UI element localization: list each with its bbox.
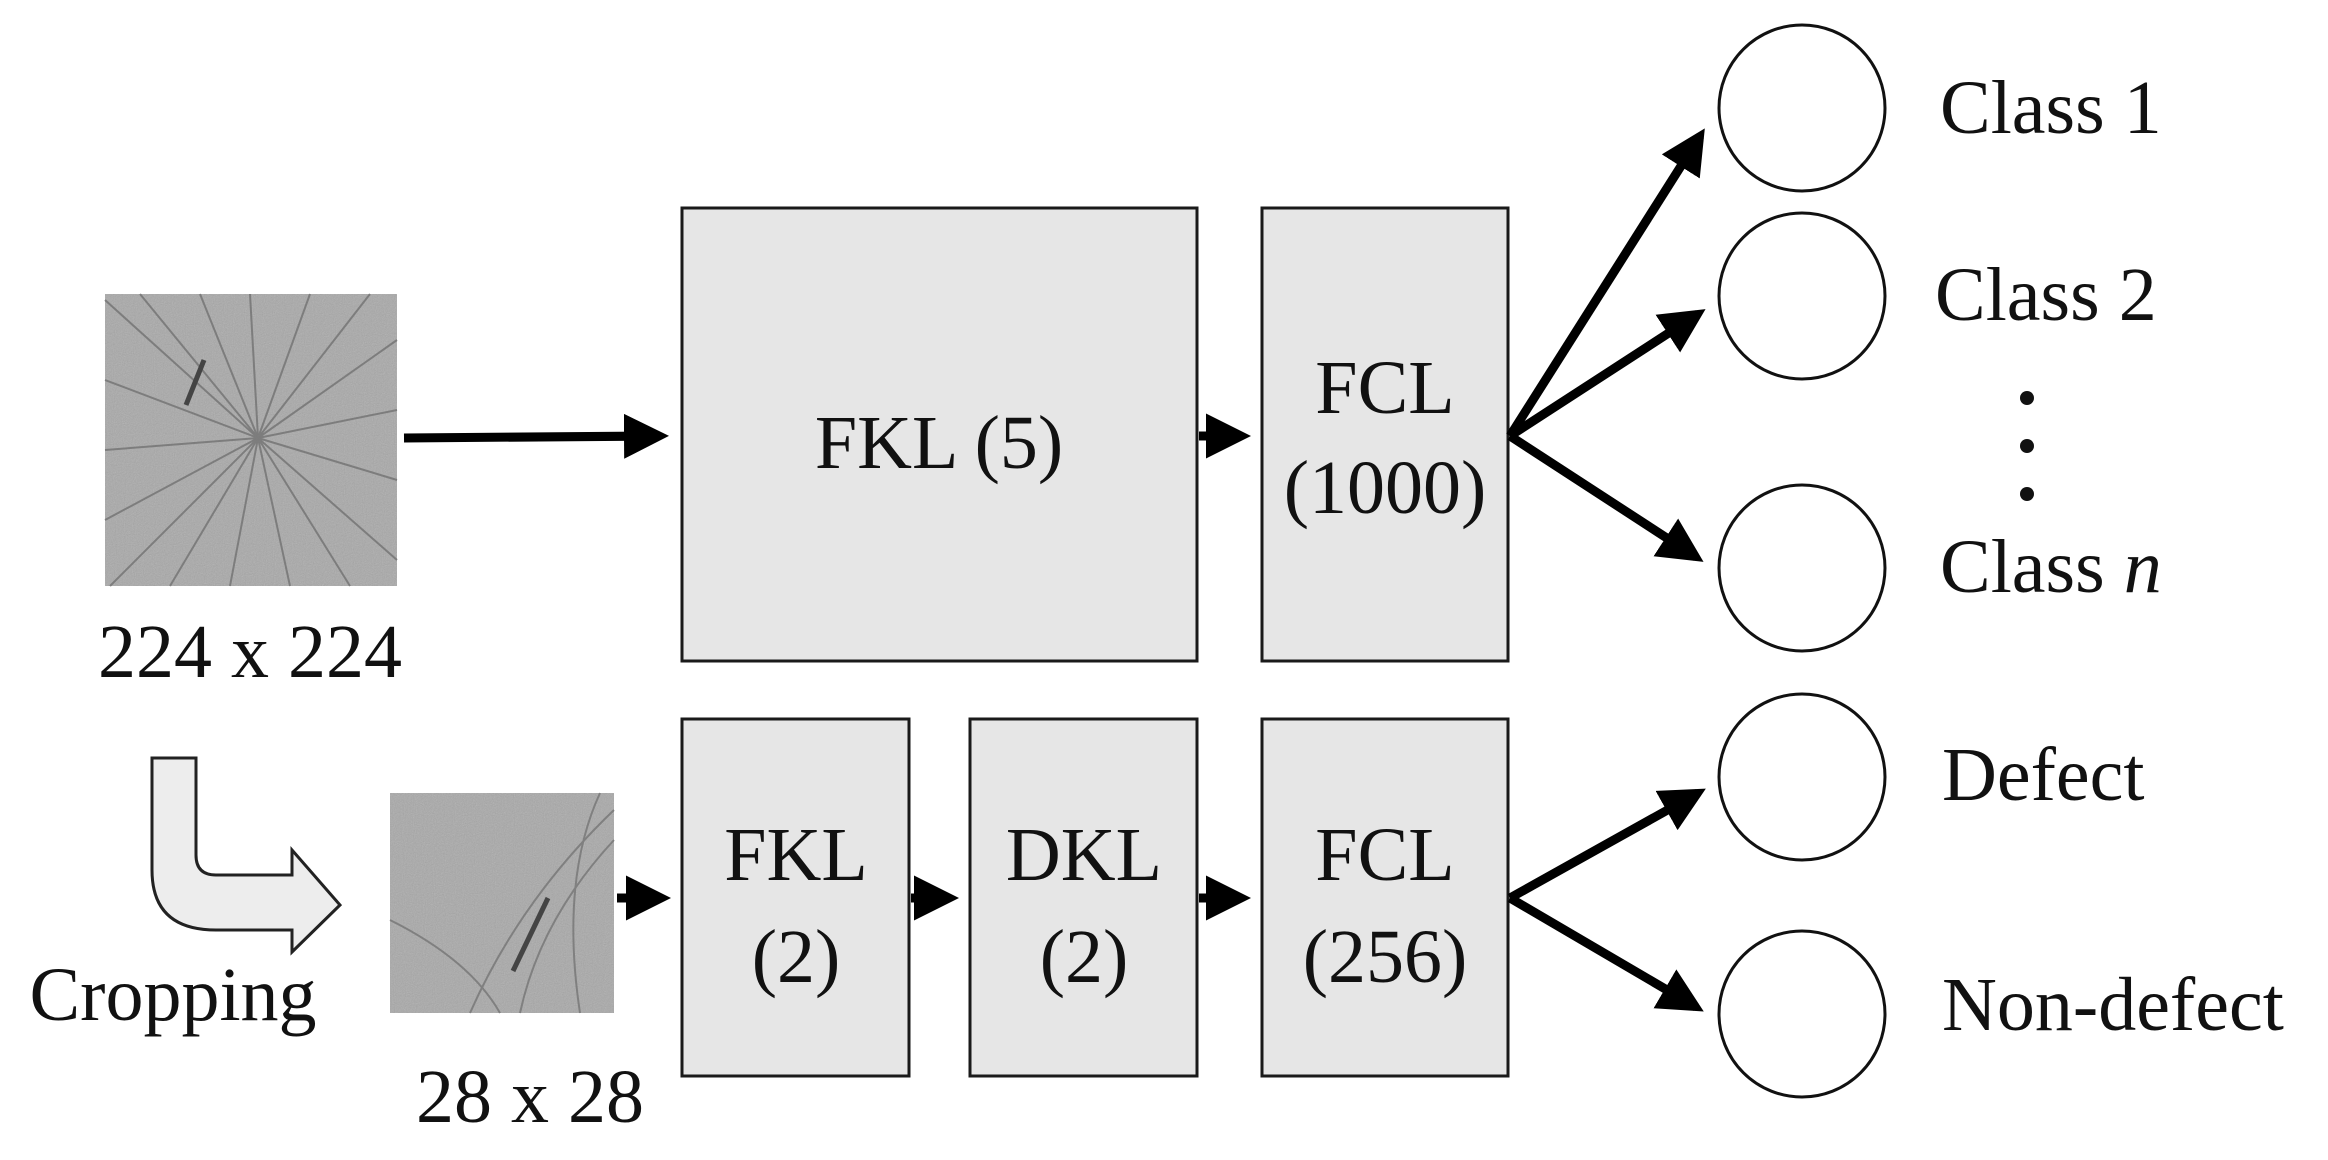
- fcl-1000-label-line1: FCL: [1315, 346, 1454, 430]
- arrow-to-non-defect: [1507, 894, 1704, 1012]
- ellipsis-label: ⋮: [2027, 470, 2028, 471]
- ellipsis-dots: [2020, 391, 2034, 501]
- arrow-to-class-2: [1507, 309, 1706, 440]
- fkl-2-label-line1: FKL: [724, 813, 868, 897]
- fkl-5-box: [680, 206, 1199, 663]
- fkl-2-box: [680, 717, 911, 1078]
- output-node-defect: [1717, 692, 1887, 862]
- output-label-class-1: Class 1: [1940, 66, 2162, 150]
- output-label-defect: Defect: [1942, 733, 2145, 817]
- output-label-class-n: Class n: [1940, 525, 2162, 609]
- input-size-large-label: 224 x 224: [98, 610, 402, 694]
- dkl-2-label-line1: DKL: [1006, 813, 1162, 897]
- cropping-arrow: [150, 756, 343, 956]
- fkl-5-label: FKL (5): [815, 401, 1063, 485]
- dkl-2-label-line2: (2): [1040, 915, 1129, 999]
- arrow-to-class-1: [1506, 128, 1705, 439]
- arrow-to-defect: [1507, 788, 1706, 902]
- fcl-1000-box: [1260, 206, 1510, 663]
- cropping-label: Cropping: [29, 953, 316, 1037]
- output-label-class-n-prefix: Class: [1940, 525, 2124, 609]
- output-node-non-defect: [1717, 929, 1887, 1099]
- input-image-small: [389, 792, 615, 1014]
- output-label-class-2: Class 2: [1935, 253, 2157, 337]
- output-node-class-2: [1717, 211, 1887, 381]
- fcl-256-label-line1: FCL: [1315, 813, 1454, 897]
- output-label-non-defect: Non-defect: [1942, 963, 2284, 1047]
- fcl-256-label-line2: (256): [1303, 915, 1468, 999]
- fkl-2-label-line2: (2): [752, 915, 841, 999]
- output-label-class-n-italic: n: [2124, 525, 2162, 609]
- arrow-to-class-n: [1507, 432, 1704, 562]
- arrow-image-to-fkl5: [403, 413, 669, 459]
- output-node-class-n: [1717, 483, 1887, 653]
- input-image-large: [104, 293, 398, 587]
- output-node-class-1: [1717, 23, 1887, 193]
- fcl-256-box: [1260, 717, 1510, 1078]
- fcl-1000-label-line2: (1000): [1284, 446, 1487, 530]
- dkl-2-box: [968, 717, 1199, 1078]
- input-size-small-label: 28 x 28: [416, 1055, 644, 1139]
